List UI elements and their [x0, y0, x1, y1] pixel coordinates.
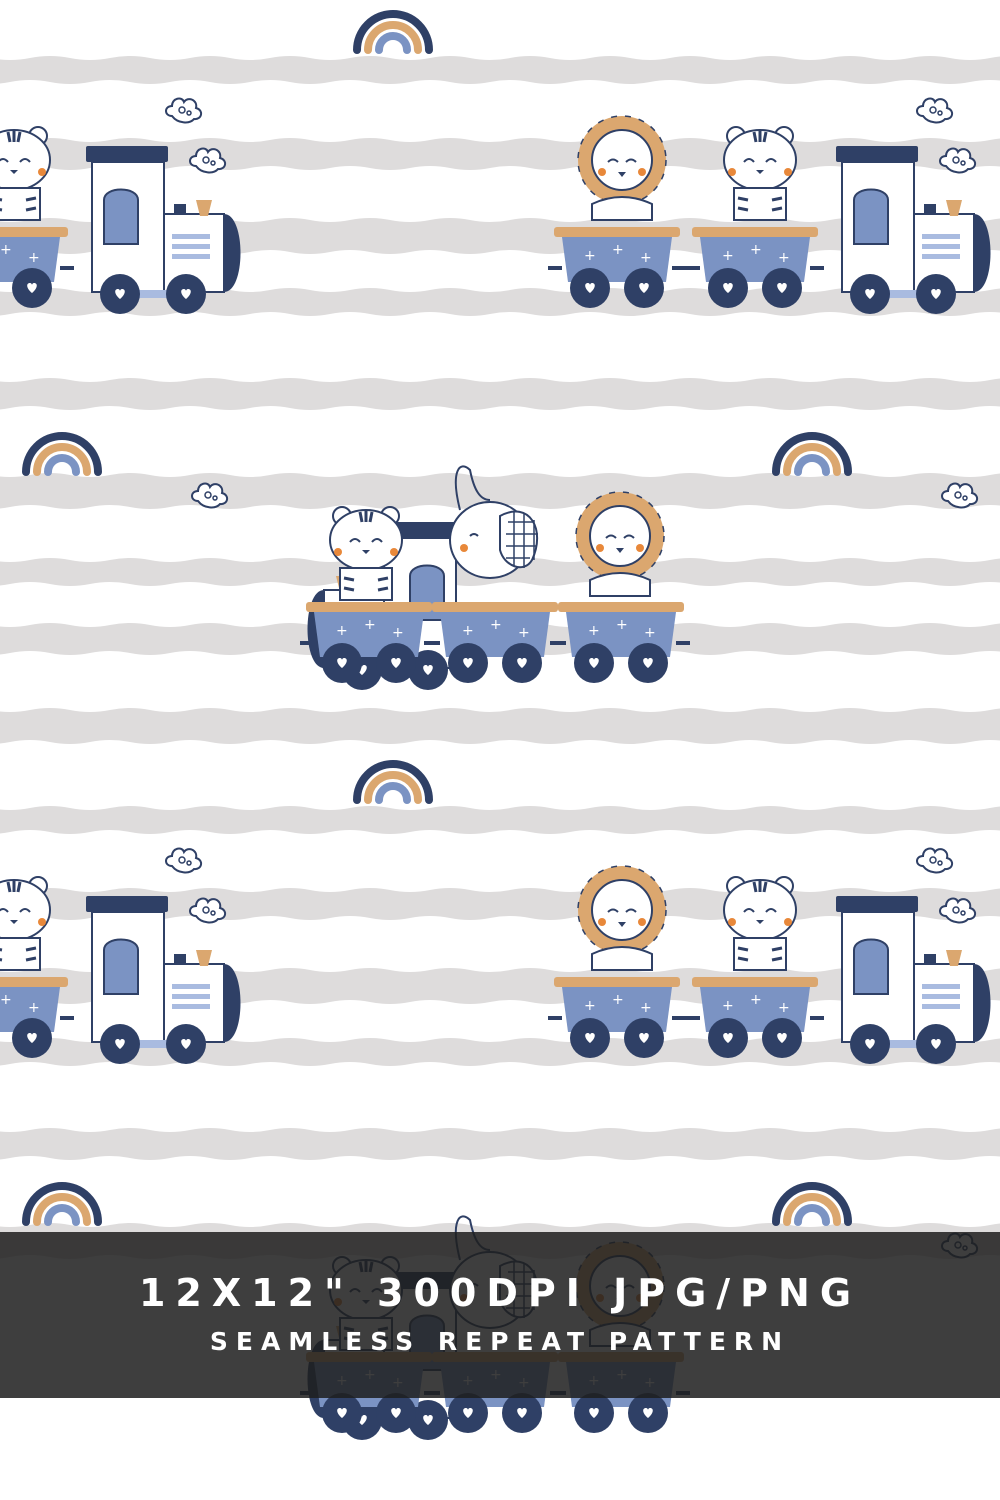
- banner-title: 12X12" 300DPI JPG/PNG: [138, 1271, 862, 1315]
- stripe: [0, 56, 1000, 84]
- stripe: [0, 806, 1000, 834]
- stripe: [0, 1038, 1000, 1066]
- stripe: [0, 473, 1000, 509]
- stripe: [0, 288, 1000, 316]
- stripe: [0, 1128, 1000, 1160]
- banner-subtitle: SEAMLESS REPEAT PATTERN: [209, 1327, 791, 1356]
- stripe: [0, 378, 1000, 410]
- stripe: [0, 708, 1000, 744]
- info-banner: 12X12" 300DPI JPG/PNG SEAMLESS REPEAT PA…: [0, 1232, 1000, 1398]
